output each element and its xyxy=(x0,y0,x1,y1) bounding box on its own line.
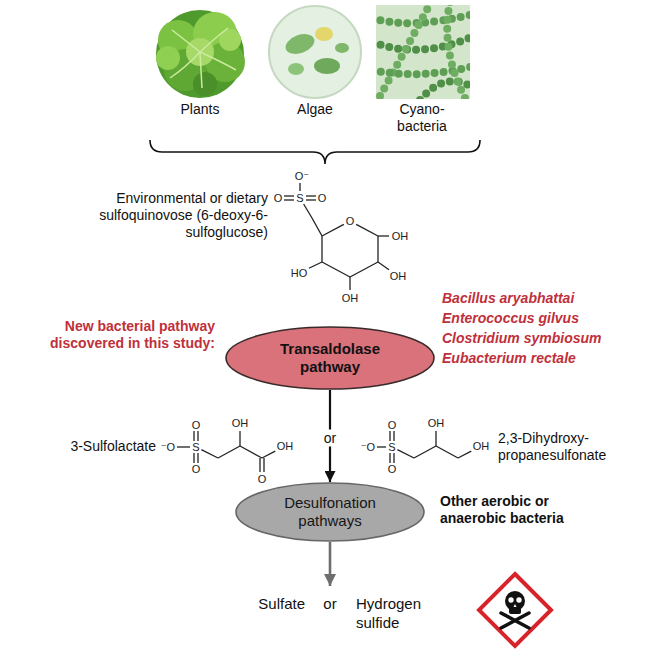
atom-label: O xyxy=(274,192,283,204)
algae-picture xyxy=(269,6,361,98)
chemical-bond xyxy=(193,431,194,441)
chemical-bond xyxy=(393,431,394,441)
chemical-bond xyxy=(284,195,294,196)
chemical-bond xyxy=(239,431,240,446)
atom-label: OH xyxy=(342,292,359,304)
chemical-bond xyxy=(197,453,198,463)
chemical-bond xyxy=(414,446,436,458)
chemical-bond xyxy=(304,204,312,218)
atom-label: OH xyxy=(390,270,407,282)
atom-label: OH xyxy=(428,417,445,429)
source-label: Cyano- bacteria xyxy=(387,101,457,135)
brace xyxy=(150,140,480,164)
chemical-bond xyxy=(377,236,378,262)
lettuce-picture xyxy=(156,10,245,98)
sulfoquinovose-structure xyxy=(284,183,389,290)
atom-label: ⁻O xyxy=(361,441,375,453)
cyanobacteria-picture xyxy=(372,2,474,100)
atom-label: O xyxy=(318,192,327,204)
species-name: Eubacterium rectale xyxy=(442,350,652,367)
chemical-bond xyxy=(378,262,389,270)
atom-label: O xyxy=(388,419,397,431)
pathway-oval: Desulfonation pathways xyxy=(235,482,425,542)
pathway-note: New bacterial pathway discovered in this… xyxy=(15,318,215,352)
chemical-bond xyxy=(306,199,316,200)
product-name: Hydrogen sulfide xyxy=(356,594,436,632)
chemical-bond xyxy=(262,451,275,458)
pathway-oval: Transaldolase pathway xyxy=(225,326,435,390)
atom-label: S xyxy=(296,192,303,204)
atom-label: O xyxy=(192,463,201,475)
atom-label: S xyxy=(388,441,395,453)
chemical-bond xyxy=(322,224,344,236)
atom-label: OH xyxy=(277,440,294,452)
chemical-bond xyxy=(435,431,436,446)
product-name: Sulfate xyxy=(215,594,305,613)
dhps-structure xyxy=(377,431,471,463)
atom-label: O xyxy=(258,473,267,485)
species-name: Clostridium symbiosum xyxy=(442,330,652,347)
atom-label: S xyxy=(192,441,199,453)
chemical-bond xyxy=(350,262,378,277)
chemical-bond xyxy=(378,235,389,236)
chemical-bond xyxy=(306,195,316,196)
chemical-bond xyxy=(309,262,322,268)
chemical-bond xyxy=(356,224,378,236)
compound-name: Environmental or dietary sulfoquinovose … xyxy=(48,190,268,241)
chemical-bond xyxy=(393,453,394,463)
chemical-bond xyxy=(389,431,390,441)
chemical-bond xyxy=(321,236,322,262)
source-label: Algae xyxy=(275,101,355,118)
chemical-bond xyxy=(240,446,262,458)
species-name: Enterococcus gilvus xyxy=(442,310,652,327)
chemical-bond xyxy=(263,458,264,472)
chemical-bond xyxy=(389,453,390,463)
chemical-bond xyxy=(197,431,198,441)
source-label: Plants xyxy=(160,101,240,118)
atom-label: O xyxy=(346,215,355,227)
chemical-bond xyxy=(322,262,350,277)
node-text: Transaldolase pathway xyxy=(260,340,400,376)
chemical-bond xyxy=(193,453,194,463)
atom-label: OH xyxy=(473,440,490,452)
node-text: Desulfonation pathways xyxy=(265,494,395,530)
atom-label: HO xyxy=(291,267,308,279)
edge-label: or xyxy=(320,430,340,447)
atom-label: O⁻ xyxy=(295,170,309,182)
chemical-bond xyxy=(299,183,300,191)
chemical-bond xyxy=(201,450,218,458)
compound-name: 3-Sulfolactate xyxy=(22,438,156,455)
chemical-bond xyxy=(377,446,386,447)
output-arrow xyxy=(329,542,332,586)
chemical-bond xyxy=(259,458,260,472)
chemical-bond xyxy=(397,450,414,458)
species-name: Bacillus aryabhattai xyxy=(442,290,652,307)
atom-label: O xyxy=(192,419,201,431)
toxic-hazard-symbol xyxy=(479,574,551,646)
chemical-bond xyxy=(177,446,190,447)
chemical-bond xyxy=(349,277,350,290)
compound-name: 2,3-Dihydroxy- propanesulfonate xyxy=(498,430,623,464)
chemical-bond xyxy=(312,218,322,236)
atom-label: OH xyxy=(392,230,409,242)
chemical-bond xyxy=(436,446,458,458)
connector-word: or xyxy=(315,594,345,613)
chemical-bond xyxy=(284,199,294,200)
atom-label: OH xyxy=(232,417,249,429)
atom-label: O xyxy=(388,463,397,475)
atom-label: ⁻O xyxy=(161,441,175,453)
chemical-bond xyxy=(218,446,240,458)
chemical-bond xyxy=(458,451,471,458)
organism-note: Other aerobic or anaerobic bacteria xyxy=(440,493,590,527)
